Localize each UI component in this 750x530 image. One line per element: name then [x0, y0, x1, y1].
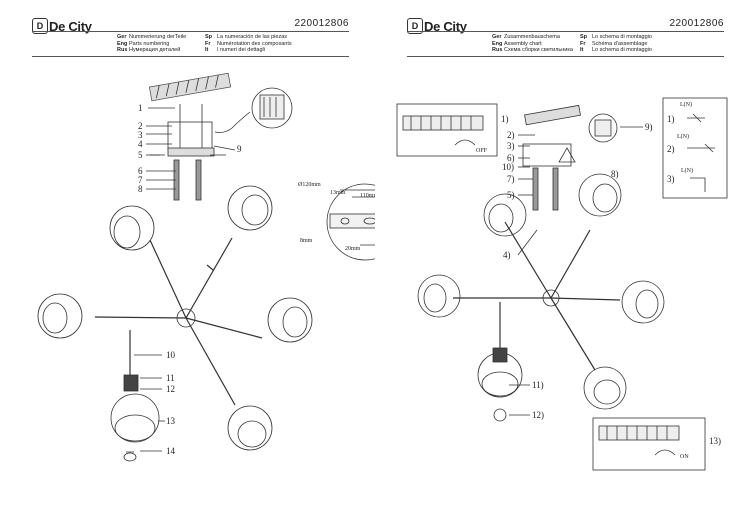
step-callout-lines: [517, 126, 643, 256]
step-11: 11): [532, 380, 544, 390]
header-divider-right-bottom: [407, 56, 724, 57]
bulb-right: [493, 408, 507, 422]
dim-8: 8mm: [300, 238, 313, 244]
step-4: 4): [503, 250, 511, 260]
callout-12: 12: [166, 384, 175, 394]
lamp-socket: [123, 374, 139, 392]
central-hub-right: [542, 289, 560, 307]
dim-20: 20mm: [345, 246, 361, 252]
parts-diagram: 1 2 3 4 5 6 7 8 9: [37, 72, 375, 462]
wire-twist-icon: [687, 113, 705, 123]
wiring-step-3: 3): [667, 174, 675, 184]
brand-logo-right: D De City: [407, 18, 467, 34]
wiring-box: [662, 97, 728, 199]
wiring-step-2: 2): [667, 144, 675, 154]
brand-logo: D De City: [32, 18, 92, 34]
step-1: 1): [501, 114, 509, 124]
terminal-detail-right: [588, 113, 618, 143]
brand-mark: D: [32, 18, 48, 34]
header-divider-right: [407, 31, 724, 32]
ceiling-hatch-right: [524, 104, 581, 126]
step-13: 13): [709, 436, 721, 446]
glass-globes-right: [417, 173, 665, 410]
mounting-bracket-right: [522, 143, 572, 167]
wire-cap-icon: [690, 177, 706, 192]
callout-9: 9: [237, 144, 242, 154]
wiring-label-1: L(N): [680, 101, 692, 108]
wiring-label-2: L(N): [677, 133, 689, 140]
dimension-detail: [326, 183, 375, 261]
off-label: OFF: [476, 148, 488, 154]
header-divider: [32, 31, 349, 32]
product-code-right: 220012806: [669, 18, 724, 29]
callout-7: 7: [138, 175, 143, 185]
step-7: 7): [507, 174, 515, 184]
wiring-step-1: 1): [667, 114, 675, 124]
callout-13: 13: [166, 416, 176, 426]
callout-4: 4: [138, 139, 143, 149]
header-divider-bottom: [32, 56, 349, 57]
product-code: 220012806: [294, 18, 349, 29]
chandelier-frame: [94, 237, 263, 406]
wire-connector-icon: [687, 143, 715, 153]
dim-110: 110mm: [360, 193, 375, 199]
ceiling-hatch: [148, 72, 232, 102]
step-9: 9): [645, 122, 653, 132]
power-off-box: [396, 103, 498, 157]
dim-13: 13mm: [330, 190, 346, 196]
brand-name: De City: [49, 18, 92, 34]
chandelier-frame-right: [453, 221, 621, 371]
step-6: 6): [507, 153, 515, 163]
warning-icon: [558, 147, 576, 163]
glass-globes: [37, 185, 313, 451]
brand-name-right: De City: [424, 18, 467, 34]
callout-lines-lower: [134, 354, 165, 452]
callout-5: 5: [138, 150, 143, 160]
callout-1: 1: [138, 103, 143, 113]
callout-14: 14: [166, 446, 176, 456]
central-hub: [176, 308, 196, 328]
bulb: [123, 452, 137, 462]
step-2: 2): [507, 130, 515, 140]
assembly-diagram: OFF 1) 2) 3) 6) 10) 7) 5) 4) 9) 8): [396, 97, 728, 471]
dim-diameter: Ø120mm: [298, 182, 321, 188]
callout-11: 11: [166, 373, 175, 383]
callout-2: 2: [138, 121, 143, 131]
step-10: 10): [502, 162, 514, 172]
terminal-detail: [251, 87, 293, 129]
power-on-box: [592, 417, 706, 471]
callout-10: 10: [166, 350, 176, 360]
mounting-bracket: [167, 121, 213, 151]
step-3: 3): [507, 141, 515, 151]
step-8: 8): [611, 169, 619, 179]
callout-3: 3: [138, 130, 143, 140]
callout-8: 8: [138, 184, 143, 194]
wiring-label-3: L(N): [681, 167, 693, 174]
on-label: ON: [680, 454, 689, 460]
callout-lines: [146, 107, 236, 190]
callout-6: 6: [138, 166, 143, 176]
step-12: 12): [532, 410, 544, 420]
brand-mark-right: D: [407, 18, 423, 34]
